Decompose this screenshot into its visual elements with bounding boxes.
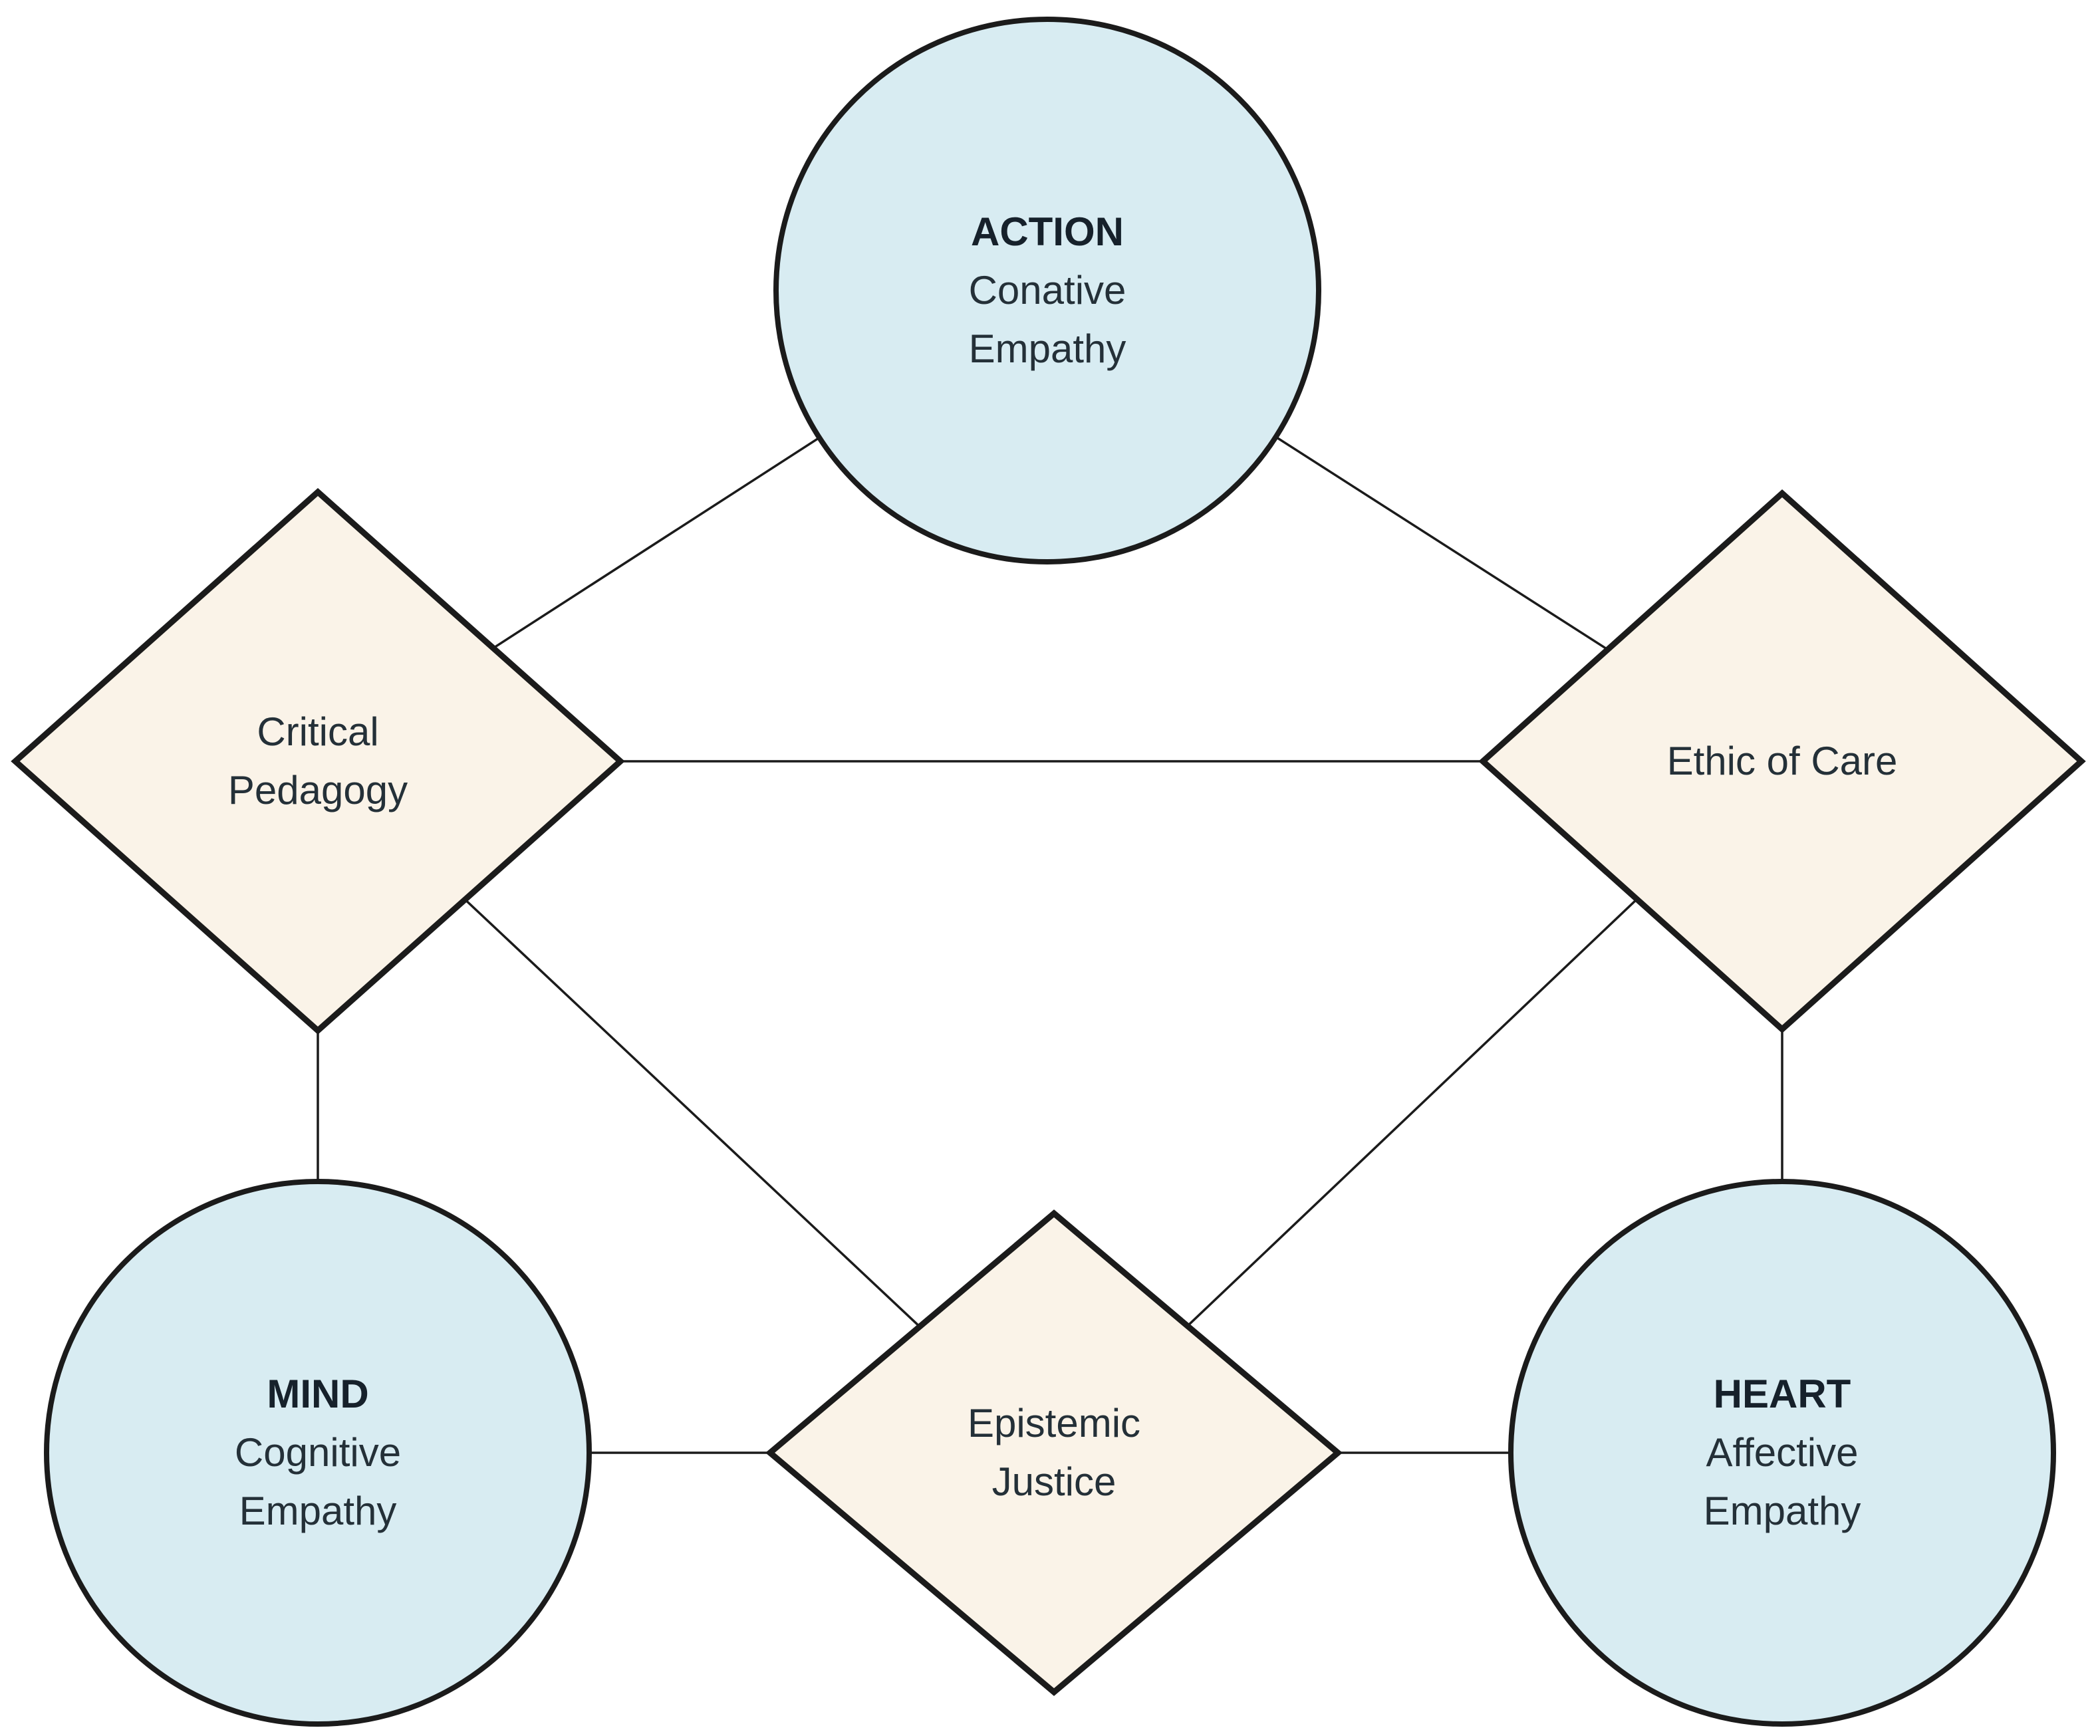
- mind-circle: [44, 1179, 592, 1727]
- critical-pedagogy-diamond: [11, 487, 625, 1035]
- epistemic-justice-diamond: [765, 1209, 1343, 1696]
- heart-circle: [1508, 1179, 2056, 1727]
- ethic-of-care-diamond: [1478, 489, 2086, 1034]
- action-circle: [773, 17, 1321, 564]
